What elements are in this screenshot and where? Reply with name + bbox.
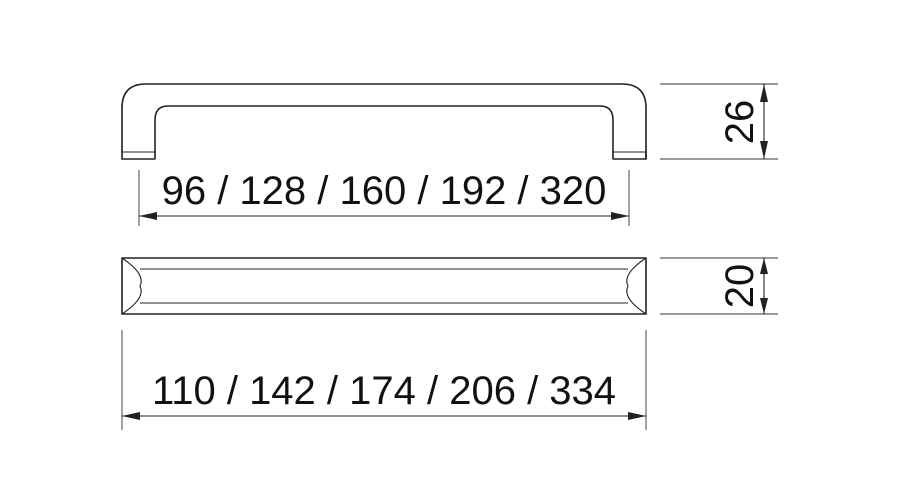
arrow-left xyxy=(139,212,157,220)
arrow-right xyxy=(611,212,629,220)
arrow-down xyxy=(760,298,768,314)
hole-spacing-dimension: 96 / 128 / 160 / 192 / 320 xyxy=(138,169,630,226)
width-label: 20 xyxy=(718,264,762,309)
arrow-left xyxy=(122,412,140,420)
height-dimension: 26 xyxy=(660,83,778,160)
width-dimension: 20 xyxy=(660,257,778,315)
overall-length-label: 110 / 142 / 174 / 206 / 334 xyxy=(152,369,616,413)
arrow-right xyxy=(628,412,646,420)
hole-spacing-label: 96 / 128 / 160 / 192 / 320 xyxy=(162,169,607,213)
arrow-up xyxy=(760,258,768,274)
handle-top-view xyxy=(121,257,647,315)
height-label: 26 xyxy=(718,100,762,145)
overall-length-dimension: 110 / 142 / 174 / 206 / 334 xyxy=(121,330,647,430)
arrow-up xyxy=(760,84,768,102)
handle-side-view xyxy=(121,83,647,160)
arrow-down xyxy=(760,141,768,159)
